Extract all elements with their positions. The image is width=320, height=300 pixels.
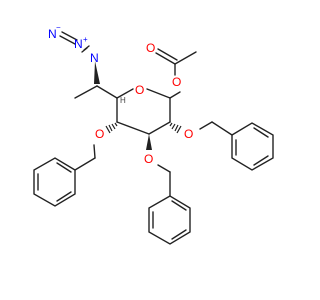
bond-c3-c4	[116, 121, 150, 135]
atom-n3-charge: −	[56, 23, 61, 32]
bond-c6-c5	[96, 85, 118, 99]
atom-o-c4: O	[95, 127, 104, 141]
bond-c6-methyl	[74, 85, 98, 99]
atom-carbonyl-o: O	[146, 41, 155, 55]
atom-ester-o: O	[172, 75, 181, 89]
bond-cco-odouble-b	[157, 48, 178, 61]
atom-n2-charge: +	[83, 35, 88, 44]
atom-ring-o: O	[135, 83, 144, 97]
bond-o4-ch2	[93, 144, 96, 159]
atom-n3: N	[48, 27, 57, 41]
bond-ch2-ph4	[74, 157, 96, 171]
atom-stereo-h: H	[120, 96, 126, 105]
phenyl-ring-c3	[148, 195, 191, 245]
atom-n2: N	[74, 37, 83, 51]
bond-wedge-n1-c6	[94, 61, 100, 84]
atom-o-c3: O	[144, 152, 153, 166]
bond-cco-odouble	[155, 52, 176, 65]
bond-hash-c4-o	[105, 122, 118, 134]
bonds	[33, 31, 274, 245]
structure-canvas: N − N + N O O O O O O H	[33, 23, 274, 245]
bond-cco-ch3	[174, 51, 197, 65]
phenyl-ring-c4	[33, 157, 76, 207]
bond-azide-n2-n1-b	[83, 45, 90, 51]
bond-c2-c3	[148, 121, 171, 135]
bond-o2-ch2	[199, 121, 213, 130]
atom-labels: N − N + N O O O O O O H	[48, 23, 193, 166]
bond-wedge-c3-o	[146, 134, 152, 150]
atom-n1: N	[90, 51, 99, 65]
atom-o-c2: O	[184, 127, 193, 141]
bond-azide-n3-n2	[59, 35, 76, 45]
phenyl-ring-c2	[231, 122, 274, 171]
bond-ch2-ph2	[211, 121, 233, 136]
bond-c1-o1	[169, 91, 181, 99]
bond-hash-c2-o	[169, 122, 182, 134]
molecule-structure: N − N + N O O O O O O H	[33, 23, 274, 245]
bond-o5-c1	[146, 88, 171, 99]
bond-c5-o5	[116, 88, 134, 99]
bond-o3-ch2	[157, 164, 171, 173]
bond-azide-n3-n2-b	[61, 31, 78, 41]
